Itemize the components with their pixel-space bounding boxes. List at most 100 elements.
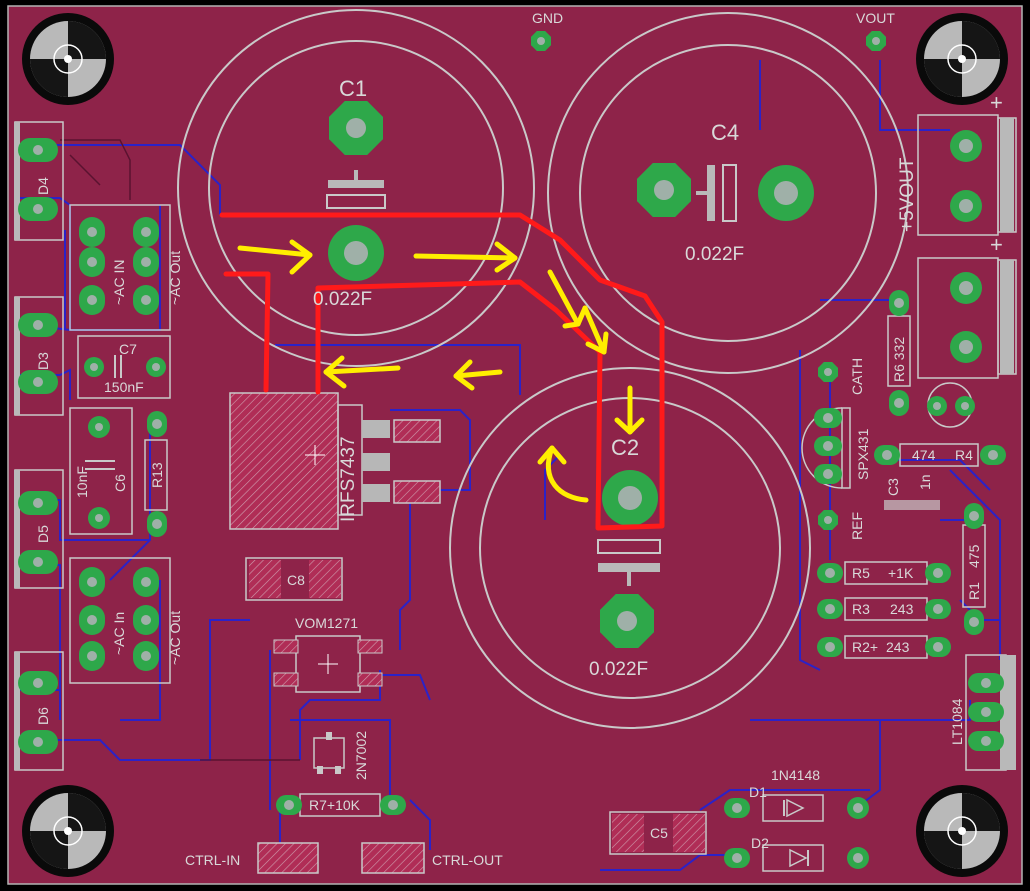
pad-ac-7-hole: [87, 615, 97, 625]
label-2n7002: 2N7002: [353, 731, 369, 780]
ctrl-in-pad: [257, 842, 319, 874]
pad-c1-a-hole: [346, 118, 366, 138]
label-r13: R13: [149, 462, 165, 488]
irfs7437-body: [229, 392, 441, 530]
label-ref: REF: [849, 512, 865, 540]
label-d2: D2: [751, 835, 769, 851]
mounting-hole-bl: [22, 785, 114, 877]
pad-diode-left-2-hole: [33, 320, 43, 330]
pad-c7-b-hole: [152, 363, 160, 371]
pad-r2-a-hole: [825, 642, 835, 652]
pad-lt-1-hole: [981, 678, 991, 688]
pad-r13-a-hole: [152, 419, 162, 429]
spx431-flat: [841, 407, 851, 489]
pad-d2-a-hole: [732, 853, 742, 863]
lt1084-body: [965, 654, 1016, 771]
pad-d1-b-hole: [853, 803, 863, 813]
pad-vout-hole: [872, 37, 880, 45]
label-c2-value: 0.022F: [589, 659, 648, 680]
pad-gnd-hole: [537, 37, 545, 45]
cap-c4-outline: [547, 12, 909, 374]
pad-d2-b-hole: [853, 853, 863, 863]
pad-ac-5-hole: [141, 295, 151, 305]
label-r7: R7+10K: [309, 797, 361, 813]
label-c2: C2: [611, 435, 639, 460]
c4-symbol: [696, 164, 737, 222]
label-c3-value: 1n: [917, 474, 933, 490]
cap-c1-outline: [177, 9, 535, 367]
label-c6: C6: [112, 474, 128, 492]
label-1n4148: 1N4148: [771, 767, 820, 783]
pad-ac-3-hole: [141, 227, 151, 237]
label-c7: C7: [119, 341, 137, 357]
terminal-block-fill: [1000, 118, 1014, 374]
label-c1: C1: [339, 76, 367, 101]
pad-ac-11-hole: [141, 651, 151, 661]
pad-lt-2-hole: [981, 707, 991, 717]
pad-c4-b-hole: [774, 181, 798, 205]
label-r2-value: 243: [886, 639, 910, 655]
label-d4: D4: [35, 177, 51, 195]
c8-body: [245, 557, 343, 601]
label-d6: D6: [35, 707, 51, 725]
pad-ac-6-hole: [87, 577, 97, 587]
pad-r2-b-hole: [933, 642, 943, 652]
label-r5: R5: [852, 565, 870, 581]
label-r3-value: 243: [890, 601, 914, 617]
label-ctrl-in: CTRL-IN: [185, 852, 240, 868]
pad-led-a-hole: [933, 402, 941, 410]
d2-body: [762, 844, 824, 872]
c2-symbol: [597, 539, 661, 586]
pad-r1-a-hole: [969, 511, 979, 521]
label-r4: R4: [955, 447, 973, 463]
label-c5: C5: [650, 825, 668, 841]
pad-r5-a-hole: [825, 568, 835, 578]
c1-symbol: [326, 170, 386, 209]
pad-r4-a-hole: [882, 450, 892, 460]
silk-labels: GND VOUT C1 0.022F C4 0.022F C2 0.022F D…: [35, 10, 1003, 868]
label-ac-in-bottom: ~AC In: [111, 612, 127, 655]
pad-diode-left-1-hole: [33, 204, 43, 214]
label-c6-value: 10nF: [74, 466, 90, 498]
pad-ac-2-hole: [87, 295, 97, 305]
label-plus-2: +: [990, 232, 1003, 257]
label-lt1084: LT1084: [949, 698, 965, 745]
pad-c1-b-hole: [344, 241, 368, 265]
label-vout: VOUT: [856, 10, 895, 26]
label-irfs7437: IRFS7437: [338, 436, 359, 522]
pad-c7-a-hole: [90, 363, 98, 371]
pad-spx-1-hole: [823, 413, 833, 423]
pad-r4-b-hole: [988, 450, 998, 460]
label-ac-out-top: ~AC Out: [167, 251, 183, 305]
r13-outline: [144, 439, 168, 511]
ac-block-outlines: [69, 204, 171, 684]
2n7002-body: [313, 732, 345, 774]
label-vom1271: VOM1271: [295, 615, 358, 631]
label-gnd: GND: [532, 10, 563, 26]
mounting-hole-br: [916, 785, 1008, 877]
pad-spx-2-hole: [823, 441, 833, 451]
label-c1-value: 0.022F: [313, 289, 372, 310]
pad-r1-b-hole: [969, 617, 979, 627]
yellow-arrows: [237, 239, 645, 503]
pad-d1-a-hole: [732, 803, 742, 813]
pad-ac-1-hole: [87, 257, 97, 267]
vom1271-body: [273, 635, 383, 693]
label-cath: CATH: [849, 358, 865, 395]
pad-r6-b-hole: [894, 398, 904, 408]
diode-leads-left: [14, 122, 20, 770]
pad-ac-4-hole: [141, 257, 151, 267]
pad-led-b-hole: [961, 402, 969, 410]
ctrl-out-pad: [361, 842, 425, 874]
pad-diode-left-0-hole: [33, 145, 43, 155]
pad-term-3-hole: [959, 281, 973, 295]
c7-symbol: [114, 355, 122, 378]
label-ac-out-bottom: ~AC Out: [167, 611, 183, 665]
pad-r3-b-hole: [933, 604, 943, 614]
pads-layer: [18, 31, 1006, 869]
pad-lt-3-hole: [981, 736, 991, 746]
pad-c6-a-hole: [95, 423, 103, 431]
pad-ref-hole: [824, 516, 832, 524]
pad-c2-b-hole: [617, 611, 637, 631]
